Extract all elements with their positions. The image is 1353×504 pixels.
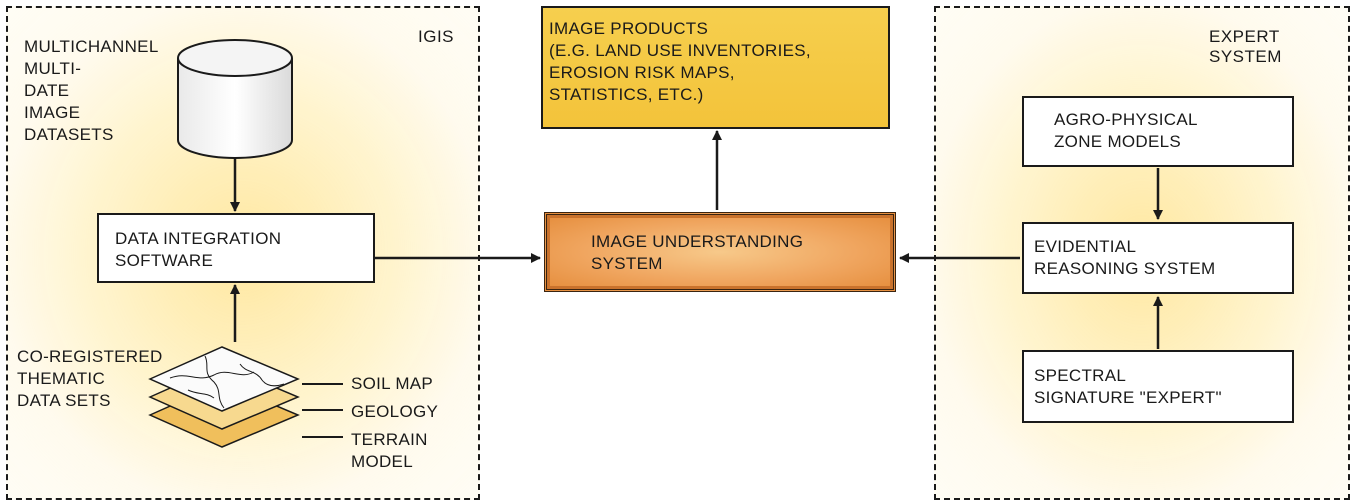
map-layers-icon [148, 346, 300, 448]
thematic-datasets-label: CO-REGISTERED THEMATIC DATA SETS [17, 347, 163, 410]
image-understanding-system-label: IMAGE UNDERSTANDING SYSTEM [591, 232, 804, 273]
evidential-reasoning-system-label: EVIDENTIAL REASONING SYSTEM [1034, 237, 1216, 278]
agro-physical-zone-models-box: AGRO-PHYSICAL ZONE MODELS [1022, 96, 1294, 167]
spectral-signature-expert-box: SPECTRAL SIGNATURE "EXPERT" [1022, 350, 1294, 423]
data-integration-software-label: DATA INTEGRATION SOFTWARE [115, 229, 282, 270]
database-cylinder-icon [177, 39, 293, 159]
expert-system-title: EXPERT SYSTEM [1209, 27, 1282, 66]
image-datasets-label: MULTICHANNEL MULTI- DATE IMAGE DATASETS [24, 37, 159, 144]
image-understanding-system-box: IMAGE UNDERSTANDING SYSTEM [544, 212, 896, 292]
evidential-reasoning-system-box: EVIDENTIAL REASONING SYSTEM [1022, 222, 1294, 294]
layer-label-geology: GEOLOGY [351, 402, 439, 421]
spectral-signature-expert-label: SPECTRAL SIGNATURE "EXPERT" [1034, 366, 1222, 407]
igis-title: IGIS [418, 27, 455, 46]
layer-label-terrain-model: TERRAIN MODEL [351, 430, 428, 471]
image-products-box: IMAGE PRODUCTS (E.G. LAND USE INVENTORIE… [541, 6, 890, 129]
image-products-label: IMAGE PRODUCTS (E.G. LAND USE INVENTORIE… [549, 19, 811, 104]
data-integration-software-box: DATA INTEGRATION SOFTWARE [97, 213, 375, 283]
agro-physical-zone-models-label: AGRO-PHYSICAL ZONE MODELS [1054, 110, 1198, 151]
layer-label-soil-map: SOIL MAP [351, 374, 434, 393]
